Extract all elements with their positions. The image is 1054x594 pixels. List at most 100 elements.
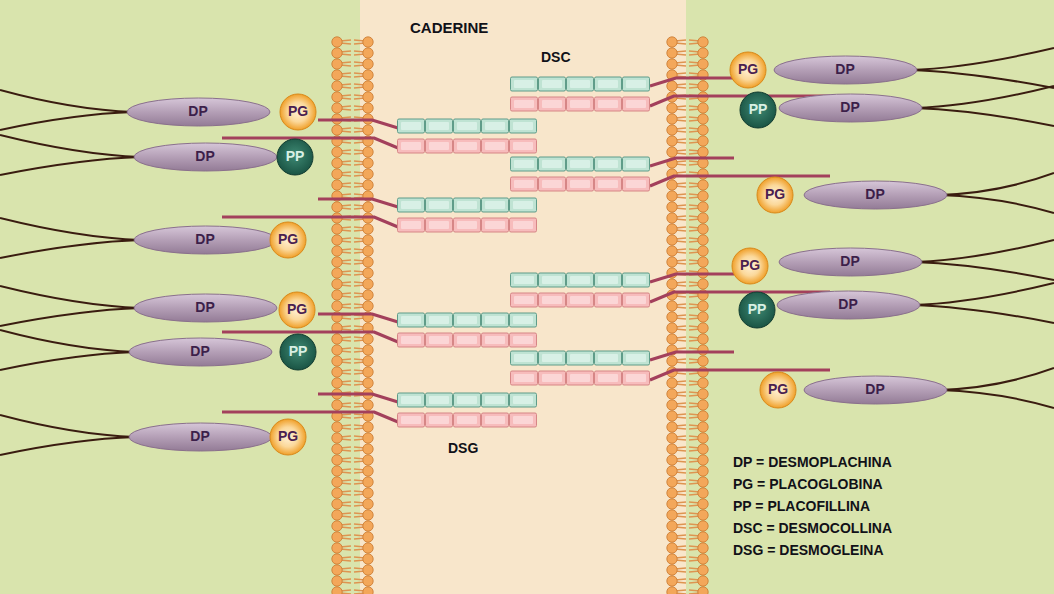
domain-highlight: [626, 276, 646, 284]
plakoglobin-circle: PG: [729, 51, 767, 89]
lipid-head: [667, 411, 677, 421]
node-label: PP: [748, 302, 767, 317]
desmocollin-domain: [623, 77, 650, 91]
lipid-tail: [675, 326, 700, 330]
lipid-tail: [340, 271, 365, 275]
lipid-head: [332, 37, 342, 47]
desmoplakin-shape: [774, 56, 917, 84]
domain-highlight: [542, 374, 562, 382]
desmoglein-domain: [595, 371, 622, 385]
cadherin-tail: [318, 394, 398, 402]
lipid-head: [667, 246, 677, 256]
domain-highlight: [401, 122, 421, 130]
lipid-head: [667, 510, 677, 520]
lipid-head: [698, 400, 708, 410]
desmocollin-domain: [539, 157, 566, 171]
desmoplakin-ellipse: DP: [803, 375, 948, 405]
desmocollin-domain: [482, 119, 509, 133]
domain-highlight: [457, 201, 477, 209]
lipid-head: [698, 477, 708, 487]
lipid-head: [698, 81, 708, 91]
domain-highlight: [485, 201, 505, 209]
lipid-tail: [340, 73, 365, 77]
domain-highlight: [513, 336, 533, 344]
desmoglein-domain: [510, 218, 537, 232]
lipid-tail: [675, 392, 700, 396]
lipid-head: [332, 576, 342, 586]
lipid-tail: [675, 183, 700, 187]
lipid-tail: [675, 282, 700, 286]
desmocollin-domain: [623, 273, 650, 287]
desmoglein-domain: [426, 413, 453, 427]
desmoglein-domain: [595, 97, 622, 111]
domain-highlight: [457, 336, 477, 344]
desmoglein-domain: [567, 97, 594, 111]
domain-highlight: [429, 142, 449, 150]
intercellular-space: [360, 0, 686, 594]
desmoglein-domain: [511, 177, 538, 191]
lipid-head: [332, 202, 342, 212]
domain-highlight: [401, 201, 421, 209]
lipid-head: [332, 301, 342, 311]
lipid-head: [667, 543, 677, 553]
lipid-head: [667, 202, 677, 212]
lipid-head: [332, 180, 342, 190]
lipid-head: [332, 59, 342, 69]
lipid-head: [363, 147, 373, 157]
cadherin-pair: [398, 313, 537, 347]
lipid-head: [667, 213, 677, 223]
lipid-head: [332, 356, 342, 366]
lipid-tail: [340, 370, 365, 374]
desmocollin-domain: [510, 313, 537, 327]
lipid-tail: [340, 150, 365, 154]
lipid-tail: [675, 238, 700, 242]
desmocollin-domain: [398, 393, 425, 407]
domain-highlight: [626, 374, 646, 382]
lipid-head: [698, 59, 708, 69]
plakoglobin-circle: PG: [269, 418, 307, 456]
domain-highlight: [457, 316, 477, 324]
lipid-head: [667, 334, 677, 344]
domain-highlight: [514, 296, 534, 304]
keratin-filament: [0, 437, 136, 455]
desmocollin-domain: [595, 351, 622, 365]
domain-highlight: [570, 374, 590, 382]
lipid-tail: [675, 117, 700, 121]
lipid-tail: [675, 480, 700, 484]
lipid-head: [332, 224, 342, 234]
keratin-filament: [0, 135, 141, 157]
lipid-tail: [675, 337, 700, 341]
domain-highlight: [485, 336, 505, 344]
lipid-head: [667, 224, 677, 234]
plakoglobin-circle: PG: [731, 247, 769, 285]
desmocollin-domain: [454, 393, 481, 407]
domain-highlight: [457, 221, 477, 229]
lipid-head: [363, 268, 373, 278]
lipid-head: [667, 125, 677, 135]
lipid-head: [363, 334, 373, 344]
lipid-head: [698, 466, 708, 476]
lipid-head: [363, 532, 373, 542]
lipid-head: [667, 477, 677, 487]
lipid-head: [363, 169, 373, 179]
desmoglein-domain: [426, 139, 453, 153]
domain-highlight: [457, 396, 477, 404]
domain-highlight: [514, 276, 534, 284]
domain-highlight: [514, 160, 534, 168]
lipid-head: [332, 521, 342, 531]
desmoglein-domain: [398, 333, 425, 347]
desmoplakin-shape: [779, 94, 922, 122]
plakophilin-circle: PP: [279, 333, 317, 371]
lipid-head: [332, 367, 342, 377]
legend-line: PP = PLACOFILLINA: [733, 499, 870, 514]
cadherin-pair: [398, 119, 537, 153]
plakoglobin-circle: PG: [279, 93, 317, 131]
lipid-head: [363, 224, 373, 234]
lipid-tail: [340, 491, 365, 495]
cadherin-title: CADERINE: [410, 20, 488, 37]
node-label: PG: [278, 429, 298, 444]
lipid-head: [698, 48, 708, 58]
lipid-head: [667, 466, 677, 476]
lipid-tail: [675, 40, 700, 44]
lipid-tail: [340, 84, 365, 88]
